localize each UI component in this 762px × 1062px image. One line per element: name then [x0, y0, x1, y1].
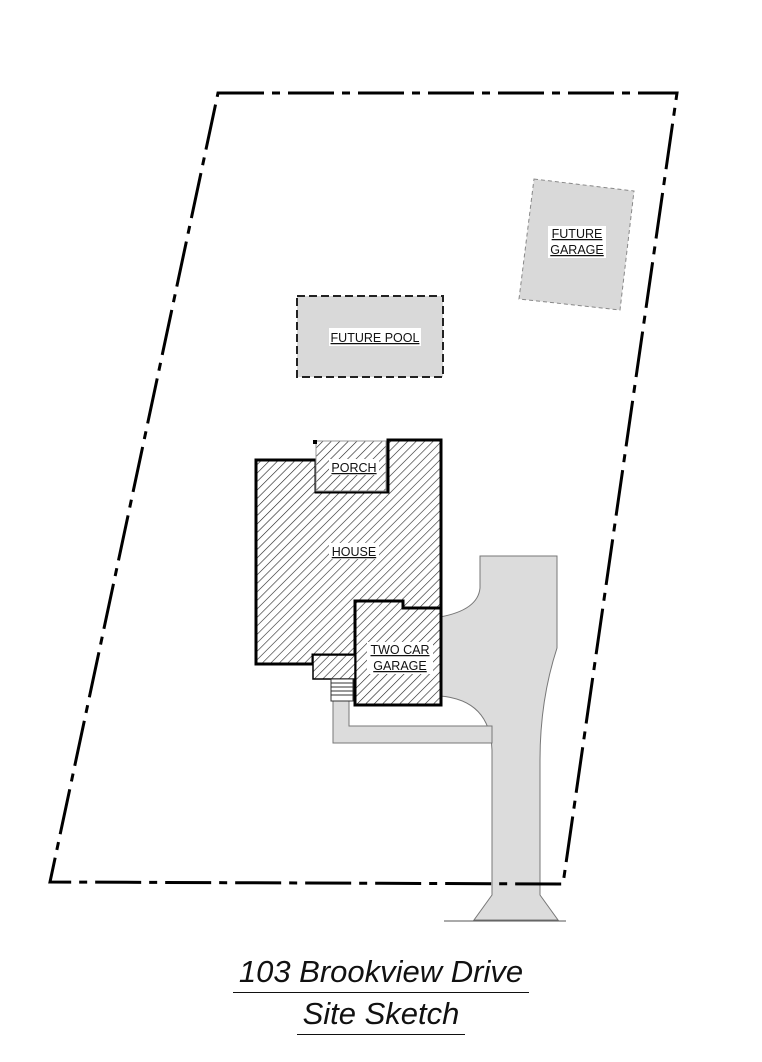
sketch-subtitle-text: Site Sketch: [296, 994, 466, 1035]
driveway: [439, 555, 559, 921]
future-garage-label-line1: FUTURE: [552, 227, 603, 241]
entry-steps: [330, 678, 354, 702]
property-boundary: [48, 91, 679, 886]
future-pool-label: FUTURE POOL: [331, 331, 420, 345]
sketch-subtitle: Site Sketch: [0, 994, 762, 1035]
sketch-title-text: 103 Brookview Drive: [232, 952, 530, 993]
future-garage-label-line2: GARAGE: [550, 243, 604, 257]
porch-post-icon: [313, 440, 317, 444]
porch-label: PORCH: [331, 461, 376, 475]
house-label: HOUSE: [332, 545, 376, 559]
entry-landing: [312, 654, 356, 680]
sketch-title: 103 Brookview Drive: [0, 952, 762, 993]
garage-label-line2: GARAGE: [373, 659, 427, 673]
garage-label-line1: TWO CAR: [370, 643, 429, 657]
